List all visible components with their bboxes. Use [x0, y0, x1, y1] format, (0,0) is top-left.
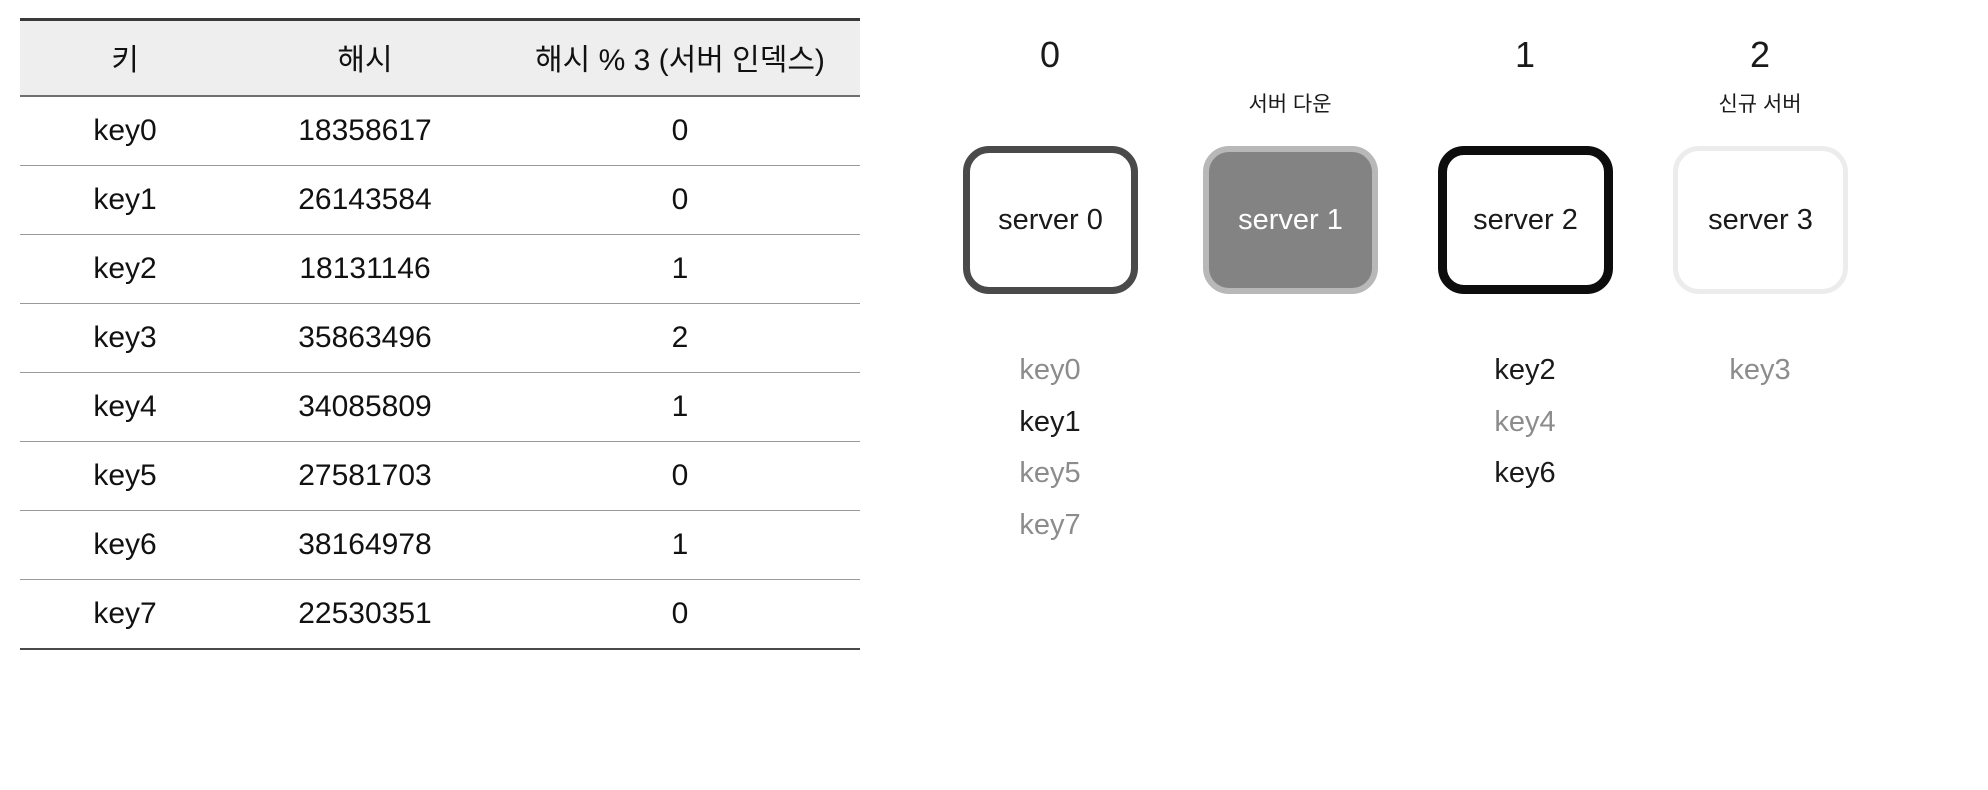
assigned-key-list: key0 key1 key5 key7 — [950, 345, 1150, 551]
list-item: key1 — [1019, 405, 1081, 438]
cell-server-index: 1 — [500, 510, 860, 580]
cell-hash: 18358617 — [230, 96, 500, 166]
server-note-label: 서버 다운 — [1248, 93, 1332, 116]
cell-hash: 18131146 — [230, 234, 500, 304]
list-item: key3 — [1729, 354, 1791, 386]
cell-key: key4 — [20, 372, 230, 442]
list-item: key5 — [1019, 457, 1081, 490]
cell-server-index: 0 — [500, 441, 860, 511]
cell-key: key3 — [20, 303, 230, 373]
cell-server-index: 1 — [500, 372, 860, 442]
cell-server-index: 1 — [500, 234, 860, 304]
cell-key: key7 — [20, 579, 230, 650]
cell-key: key0 — [20, 96, 230, 166]
column-header-hash: 해시 — [230, 18, 500, 97]
cell-server-index: 0 — [500, 96, 860, 166]
server-box[interactable]: server 3 — [1673, 146, 1848, 294]
list-item: key6 — [1494, 457, 1556, 490]
server-index-label: 0 — [1039, 34, 1061, 75]
cell-server-index: 0 — [500, 579, 860, 650]
server-note-label: 신규 서버 — [1718, 93, 1802, 116]
server-box[interactable]: server 0 — [963, 146, 1138, 294]
cell-hash: 27581703 — [230, 441, 500, 511]
cell-hash: 26143584 — [230, 165, 500, 235]
assigned-key-list: key2 key4 key6 — [1425, 345, 1625, 500]
server-box[interactable]: server 1 — [1203, 146, 1378, 294]
assigned-key-list: key3 — [1660, 345, 1860, 397]
list-item: key4 — [1494, 405, 1556, 438]
cell-hash: 22530351 — [230, 579, 500, 650]
server-index-label: 2 — [1749, 34, 1771, 75]
table-header: 키 해시 해시 % 3 (서버 인덱스) — [20, 18, 860, 97]
cell-hash: 38164978 — [230, 510, 500, 580]
server-box[interactable]: server 2 — [1438, 146, 1613, 294]
column-header-server-index: 해시 % 3 (서버 인덱스) — [500, 18, 860, 97]
cell-server-index: 0 — [500, 165, 860, 235]
cell-server-index: 2 — [500, 303, 860, 373]
cell-key: key6 — [20, 510, 230, 580]
cell-key: key2 — [20, 234, 230, 304]
server-index-label: 1 — [1514, 34, 1536, 75]
cell-key: key1 — [20, 165, 230, 235]
list-item: key7 — [1019, 508, 1081, 541]
server-distribution-diagram: 0 server 0 key0 key1 key5 key7 서버 다운 server 1 1 s… — [900, 0, 1988, 790]
list-item: key0 — [1019, 354, 1081, 386]
cell-key: key5 — [20, 441, 230, 511]
column-header-key: 키 — [20, 18, 230, 97]
cell-hash: 35863496 — [230, 303, 500, 373]
list-item: key2 — [1494, 354, 1556, 386]
table-header-row: 키 해시 해시 % 3 (서버 인덱스) — [20, 18, 860, 97]
cell-hash: 34085809 — [230, 372, 500, 442]
